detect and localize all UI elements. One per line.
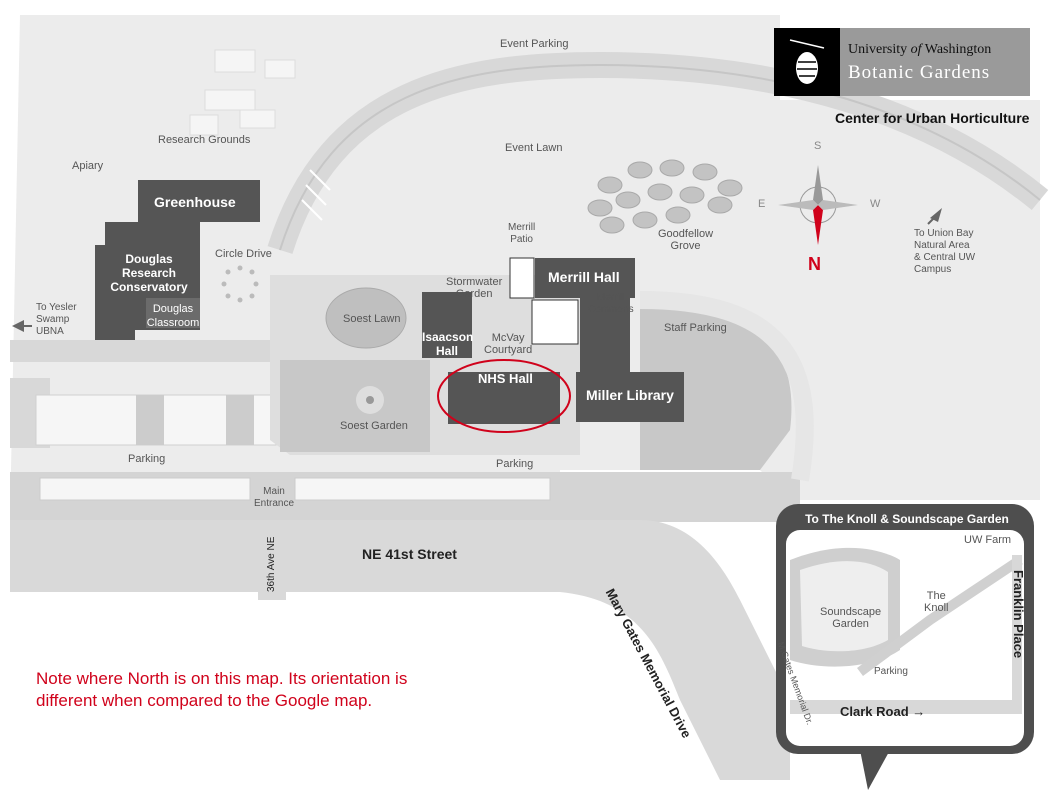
inset-label-uw-farm: UW Farm [964,534,1012,546]
orientation-note: Note where North is on this map. Its ori… [36,669,408,710]
label-soest-lawn: Soest Lawn [343,313,401,325]
center-title: Center for Urban Horticulture [835,110,1030,126]
label-apiary: Apiary [72,160,104,172]
compass-west-label: W [870,198,881,210]
pinecone-icon [774,28,840,96]
building-nhs-hall[interactable]: NHS Hall [478,371,533,386]
label-circle-drive: Circle Drive [215,248,272,260]
inset-road-clark-road: Clark Road → [840,704,926,719]
compass-south-label: S [814,140,822,152]
label-event-lawn: Event Lawn [505,142,563,154]
greenhouse-building [138,180,260,222]
building-miller-library[interactable]: Miller Library [586,387,674,403]
road-ne-41st-street: NE 41st Street [362,546,457,562]
label-event-parking: Event Parking [500,38,569,50]
label-parking-center: Parking [496,458,534,470]
building-greenhouse[interactable]: Greenhouse [154,194,236,210]
road-36th-ave-ne: 36th Ave NE [266,536,277,592]
inset-label-parking: Parking [874,666,908,677]
label-staff-parking: Staff Parking [664,322,727,334]
label-soest-garden: Soest Garden [340,420,408,432]
logo-university-line: University of Washington [848,42,992,57]
uw-botanic-gardens-logo: University of Washington Botanic Gardens [774,28,1030,96]
label-research-grounds: Research Grounds [158,134,251,146]
label-parking-left: Parking [128,453,166,465]
compass-rose-icon [778,165,858,245]
compass-east-label: E [758,198,766,210]
compass-north-label: N [808,254,821,274]
logo-botanic-line: Botanic Gardens [848,62,991,83]
building-merrill-hall[interactable]: Merrill Hall [548,269,620,285]
inset-title: To The Knoll & Soundscape Garden [805,512,1009,526]
inset-road-franklin-place: Franklin Place [1011,570,1026,659]
